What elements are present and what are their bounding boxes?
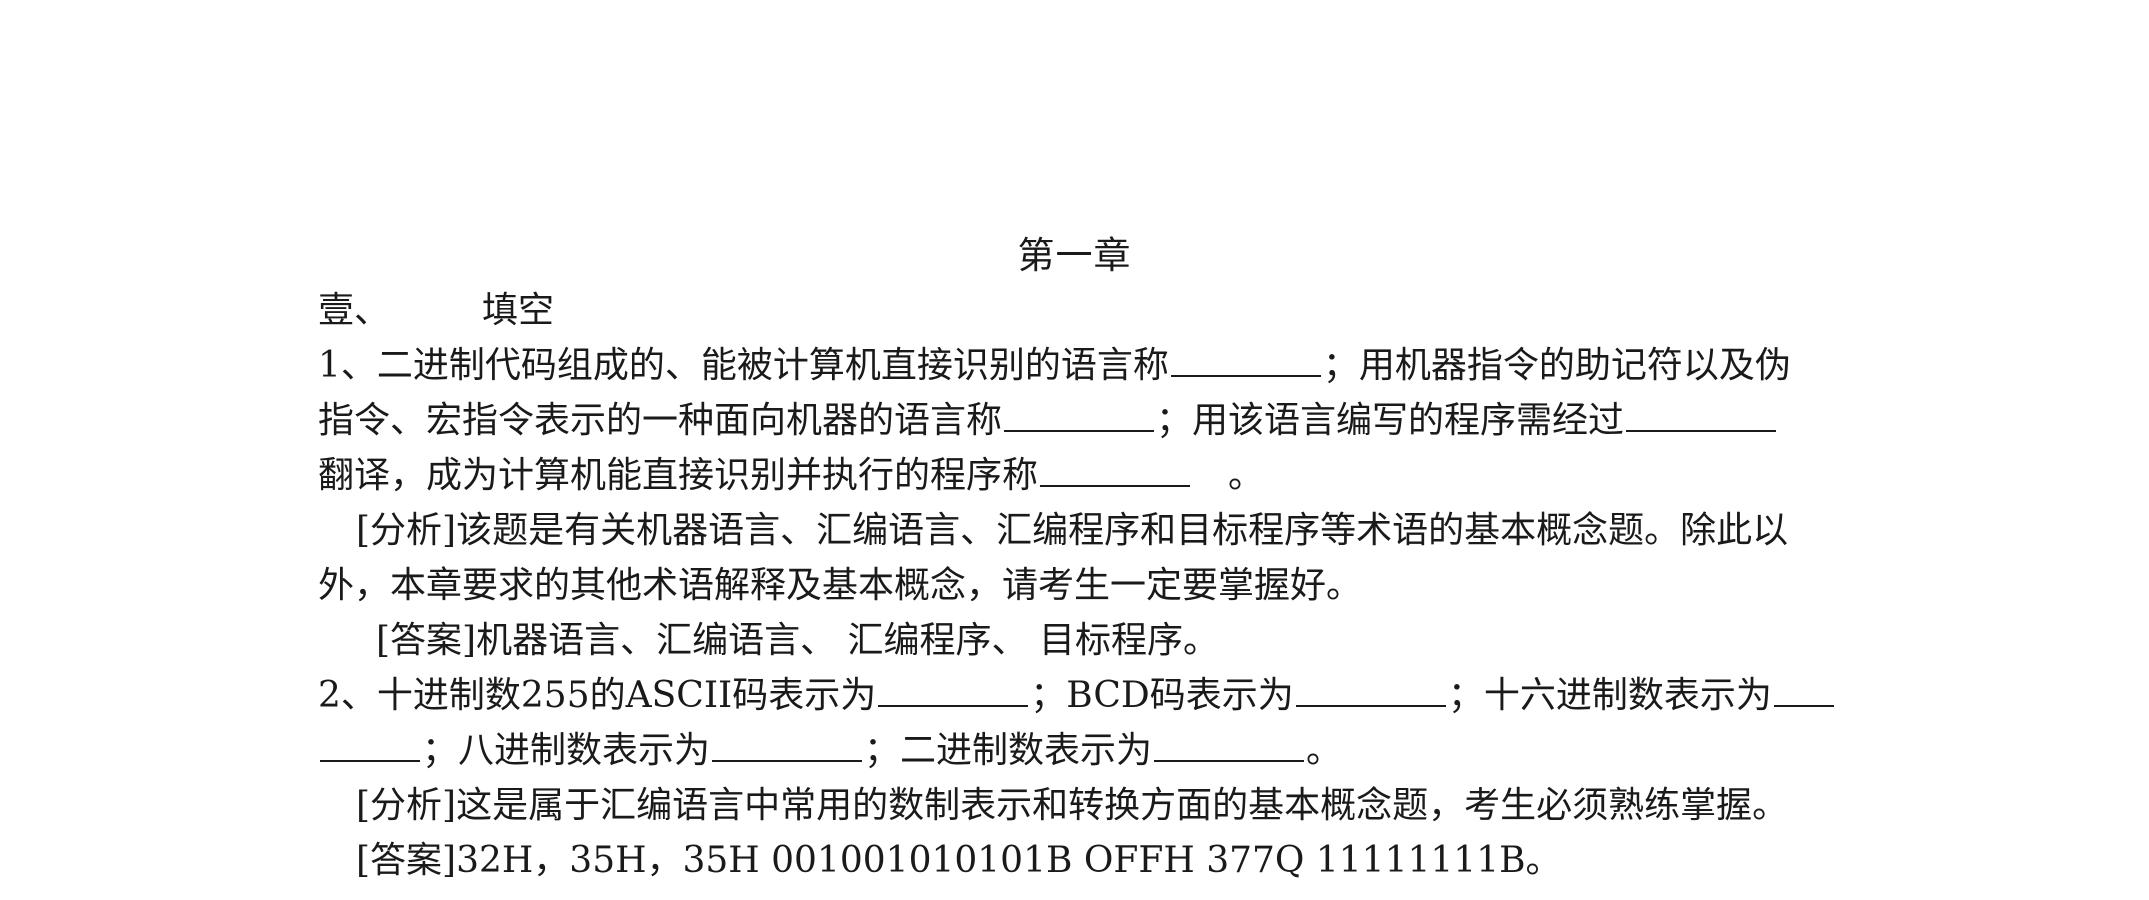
answer-blank	[1040, 449, 1191, 487]
document-body: 壹、 填空 1、二进制代码组成的、能被计算机直接识别的语言称 ；用机器指令的助记符以…	[318, 283, 1878, 888]
answer-2: [答案]32H，35H，35H 001001010101B OFFH 377Q …	[356, 840, 1562, 881]
answer-blank	[878, 669, 1029, 707]
question-text: ；用该语言编写的程序需经过	[1156, 400, 1625, 441]
question-text: 1、二进制代码组成的、能被计算机直接识别的语言称	[318, 345, 1169, 386]
section-heading: 壹、 填空	[318, 283, 1878, 338]
answer-blank	[320, 724, 420, 762]
question-text: ；二进制数表示为	[864, 730, 1153, 771]
question-1-line-1: 1、二进制代码组成的、能被计算机直接识别的语言称 ；用机器指令的助记符以及伪	[318, 338, 1878, 393]
question-text: 2、十进制数255的ASCII码表示为	[318, 675, 877, 716]
question-text: ；BCD码表示为	[1030, 675, 1294, 716]
question-text: ；八进制数表示为	[422, 730, 711, 771]
section-title: 填空	[482, 290, 555, 331]
answer-blank	[1004, 394, 1155, 432]
chapter-title: 第一章	[1017, 234, 1132, 277]
question-1-line-2: 指令、宏指令表示的一种面向机器的语言称 ；用该语言编写的程序需经过	[318, 393, 1878, 448]
answer-blank	[1773, 669, 1834, 707]
answer-blank	[1170, 339, 1321, 377]
analysis-1-line-2: 外，本章要求的其他术语解释及基本概念，请考生一定要掌握好。	[318, 565, 1363, 606]
question-1-line-3: 翻译，成为计算机能直接识别并执行的程序称 。	[318, 448, 1878, 503]
answer-1: [答案]机器语言、汇编语言、 汇编程序、 目标程序。	[376, 620, 1219, 661]
question-text: ；用机器指令的助记符以及伪	[1322, 345, 1791, 386]
answer-blank	[1154, 724, 1305, 762]
question-text: 翻译，成为计算机能直接识别并执行的程序称	[318, 455, 1039, 496]
question-text: 。	[1306, 730, 1343, 771]
answer-blank	[1626, 394, 1777, 432]
analysis-1-line-1: [分析]该题是有关机器语言、汇编语言、汇编程序和目标程序等术语的基本概念题。除此…	[356, 510, 1789, 551]
question-text: 。	[1228, 455, 1265, 496]
analysis-2: [分析]这是属于汇编语言中常用的数制表示和转换方面的基本概念题，考生必须熟练掌握…	[356, 785, 1789, 826]
answer-blank	[712, 724, 863, 762]
question-2-line-1: 2、十进制数255的ASCII码表示为 ；BCD码表示为 ；十六进制数表示为	[318, 668, 1878, 723]
section-number: 壹、	[318, 290, 391, 331]
question-text: ；十六进制数表示为	[1447, 675, 1772, 716]
question-2-line-2: ；八进制数表示为 ；二进制数表示为 。	[318, 723, 1878, 778]
question-text: 指令、宏指令表示的一种面向机器的语言称	[318, 400, 1003, 441]
answer-blank	[1295, 669, 1446, 707]
